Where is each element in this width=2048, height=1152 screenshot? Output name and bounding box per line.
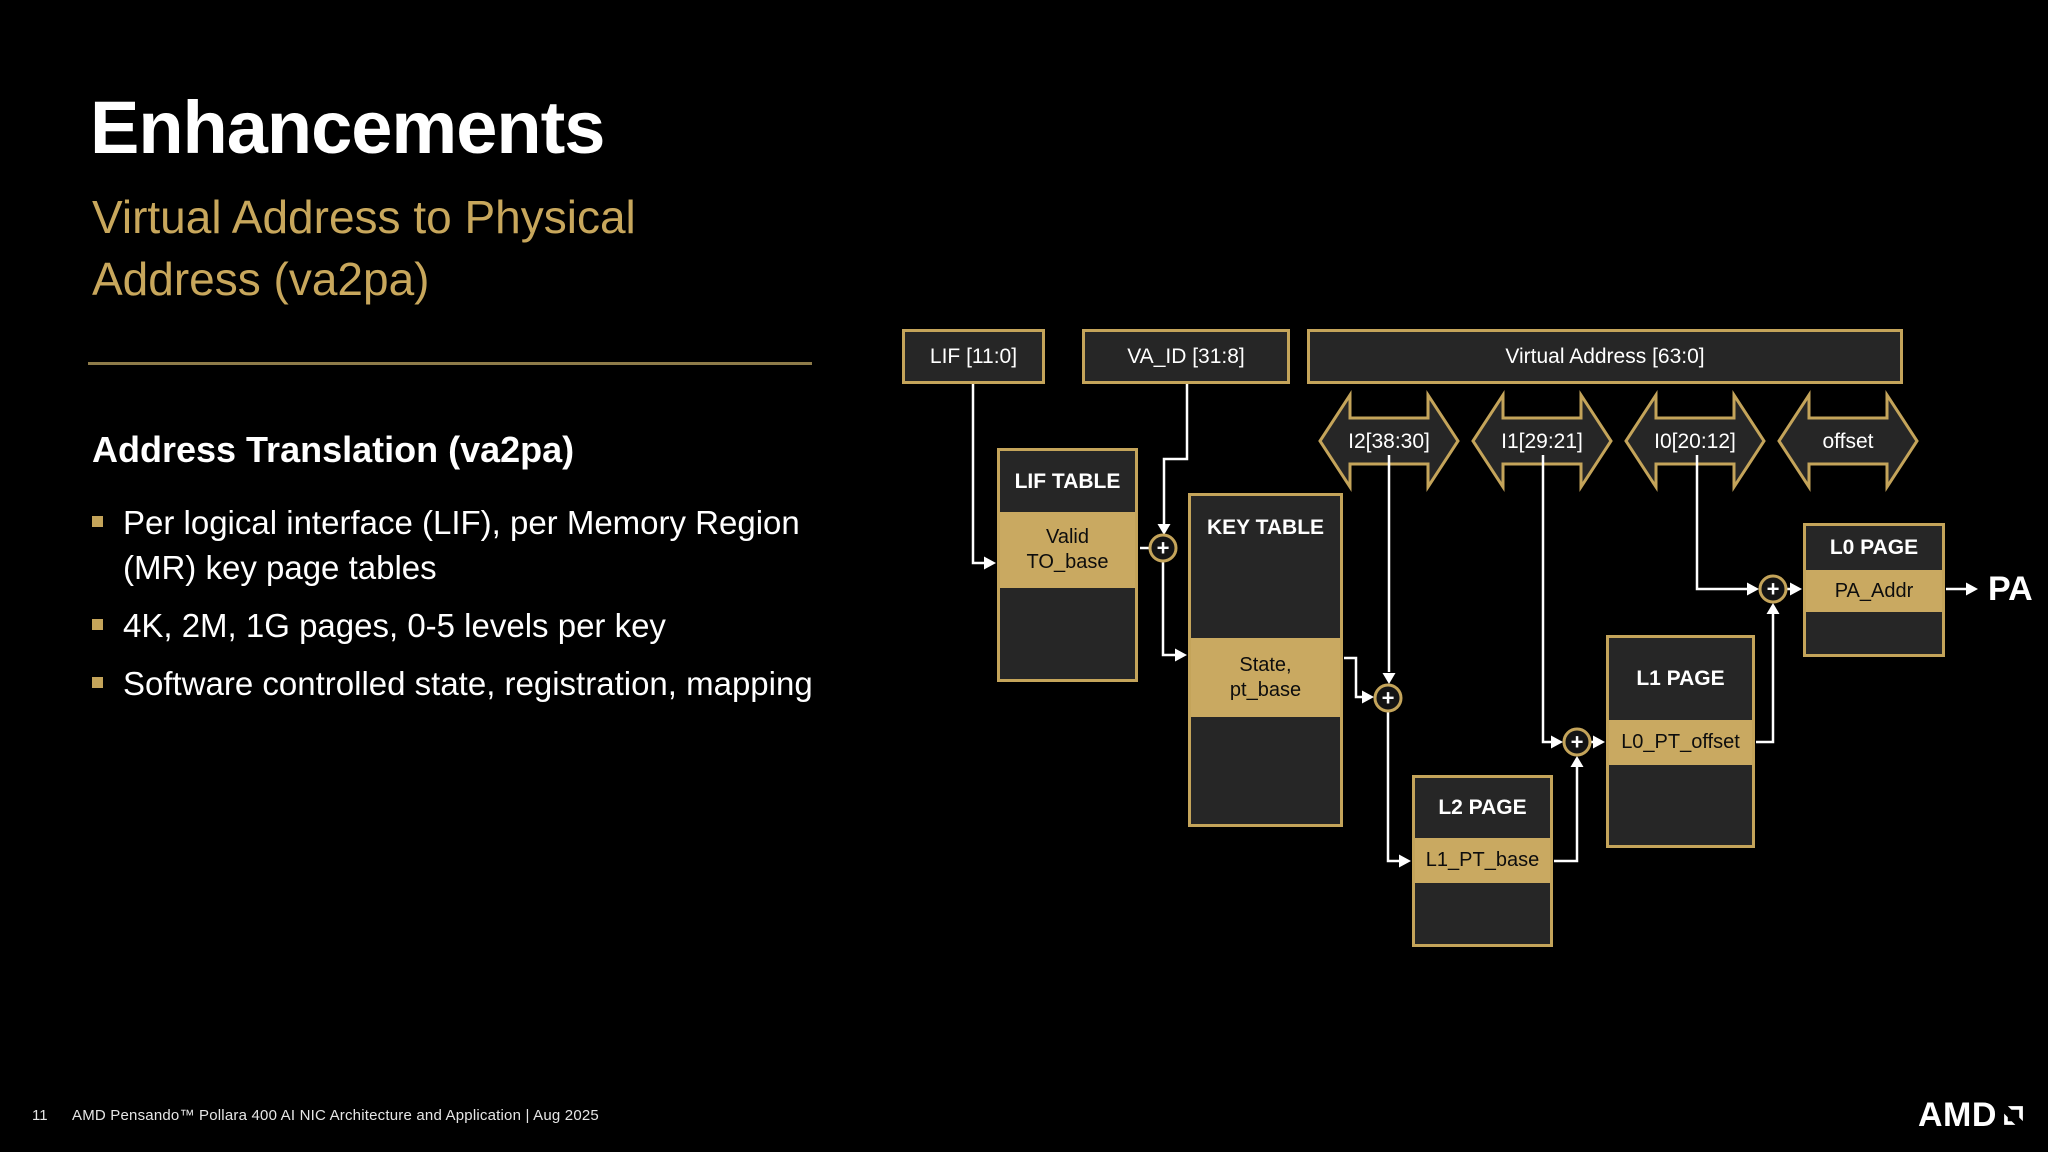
wire-i2-to-adder2 <box>1382 455 1396 684</box>
bullet-item: 4K, 2M, 1G pages, 0-5 levels per key <box>92 603 832 648</box>
bullet-text: 4K, 2M, 1G pages, 0-5 levels per key <box>123 607 666 644</box>
adder-3: + <box>1562 727 1592 757</box>
l0-page-entry: PA_Addr <box>1806 570 1942 612</box>
footer-text: AMD Pensando™ Pollara 400 AI NIC Archite… <box>72 1107 599 1124</box>
lif-table-entry: Valid TO_base <box>1000 512 1135 588</box>
key-table-title: KEY TABLE <box>1206 516 1325 539</box>
selector-arrow-offset <box>1777 389 1919 493</box>
plus-icon: + <box>1157 536 1170 561</box>
selector-arrow-i2 <box>1318 389 1460 493</box>
bullet-text: Per logical interface (LIF), per Memory … <box>123 504 800 586</box>
vaid-field-box: VA_ID [31:8] <box>1082 329 1290 384</box>
page-title: Enhancements <box>90 86 605 169</box>
amd-logo-text: AMD <box>1918 1096 1997 1134</box>
wire-i0-to-adder4 <box>1695 455 1759 596</box>
adder-4: + <box>1758 574 1788 604</box>
section-heading: Address Translation (va2pa) <box>92 429 575 470</box>
key-table-body <box>1191 717 1340 824</box>
plus-icon: + <box>1382 686 1395 711</box>
wire-lif-to-lif-table <box>971 384 996 570</box>
l1-page-entry: L0_PT_offset <box>1609 720 1752 765</box>
l0-page-table: L0 PAGE PA_Addr <box>1803 523 1945 657</box>
pa-output-label: PA <box>1988 569 2033 608</box>
l1-page-table: L1 PAGE L0_PT_offset <box>1606 635 1755 848</box>
wire-adder4-to-l0-page <box>1786 582 1802 596</box>
plus-icon: + <box>1767 577 1780 602</box>
selector-arrow-i0 <box>1624 389 1766 493</box>
wire-l2-page-to-adder3 <box>1554 756 1584 863</box>
wire-vaid-to-adder1 <box>1157 384 1189 535</box>
key-table-entry: State, pt_base <box>1191 638 1340 717</box>
adder-2: + <box>1373 683 1403 713</box>
selector-label-i0: I0[20:12] <box>1654 429 1736 453</box>
bullet-marker <box>92 677 103 688</box>
wire-adder3-to-l1-page <box>1590 735 1605 749</box>
lif-field-label: LIF [11:0] <box>929 344 1018 368</box>
plus-icon: + <box>1571 730 1584 755</box>
bullet-text: Software controlled state, registration,… <box>123 665 813 702</box>
l2-page-title: L2 PAGE <box>1438 796 1527 819</box>
l0-page-title: L0 PAGE <box>1829 536 1919 559</box>
l1-page-body <box>1609 765 1752 845</box>
selector-label-offset: offset <box>1822 429 1874 453</box>
wire-key-table-to-adder2 <box>1344 656 1374 704</box>
wire-adder1-to-key-table <box>1161 561 1187 662</box>
bullet-list: Per logical interface (LIF), per Memory … <box>92 500 832 719</box>
wire-l1-page-to-adder4 <box>1756 603 1780 744</box>
bullet-marker <box>92 619 103 630</box>
adder-1: + <box>1148 533 1178 563</box>
amd-logo: AMD <box>1918 1098 2026 1132</box>
divider <box>88 362 812 365</box>
lif-field-box: LIF [11:0] <box>902 329 1045 384</box>
lif-table-body <box>1000 588 1135 679</box>
l1-page-title: L1 PAGE <box>1636 667 1725 690</box>
selector-arrow-i1 <box>1471 389 1613 493</box>
bullet-marker <box>92 516 103 527</box>
l0-page-body <box>1806 612 1942 654</box>
page-number: 11 <box>32 1107 48 1124</box>
l2-page-table: L2 PAGE L1_PT_base <box>1412 775 1553 947</box>
bullet-item: Software controlled state, registration,… <box>92 661 832 706</box>
selector-label-i2: I2[38:30] <box>1348 429 1430 453</box>
page-subtitle: Virtual Address to Physical Address (va2… <box>92 191 636 305</box>
virtual-address-box: Virtual Address [63:0] <box>1307 329 1903 384</box>
lif-table-title: LIF TABLE <box>1014 469 1121 493</box>
amd-arrow-icon <box>2004 1105 2023 1125</box>
l2-page-entry: L1_PT_base <box>1415 838 1550 883</box>
wire-l0-page-to-pa <box>1946 582 1978 596</box>
key-table: KEY TABLE State, pt_base <box>1188 493 1343 827</box>
wire-adder2-to-l2-page <box>1386 711 1411 868</box>
vaid-field-label: VA_ID [31:8] <box>1127 344 1245 368</box>
lif-table: LIF TABLE Valid TO_base <box>997 448 1138 682</box>
virtual-address-label: Virtual Address [63:0] <box>1505 344 1705 368</box>
bullet-item: Per logical interface (LIF), per Memory … <box>92 500 832 590</box>
selector-label-i1: I1[29:21] <box>1501 429 1583 453</box>
wire-i1-to-adder3 <box>1541 455 1563 749</box>
l2-page-body <box>1415 883 1550 944</box>
